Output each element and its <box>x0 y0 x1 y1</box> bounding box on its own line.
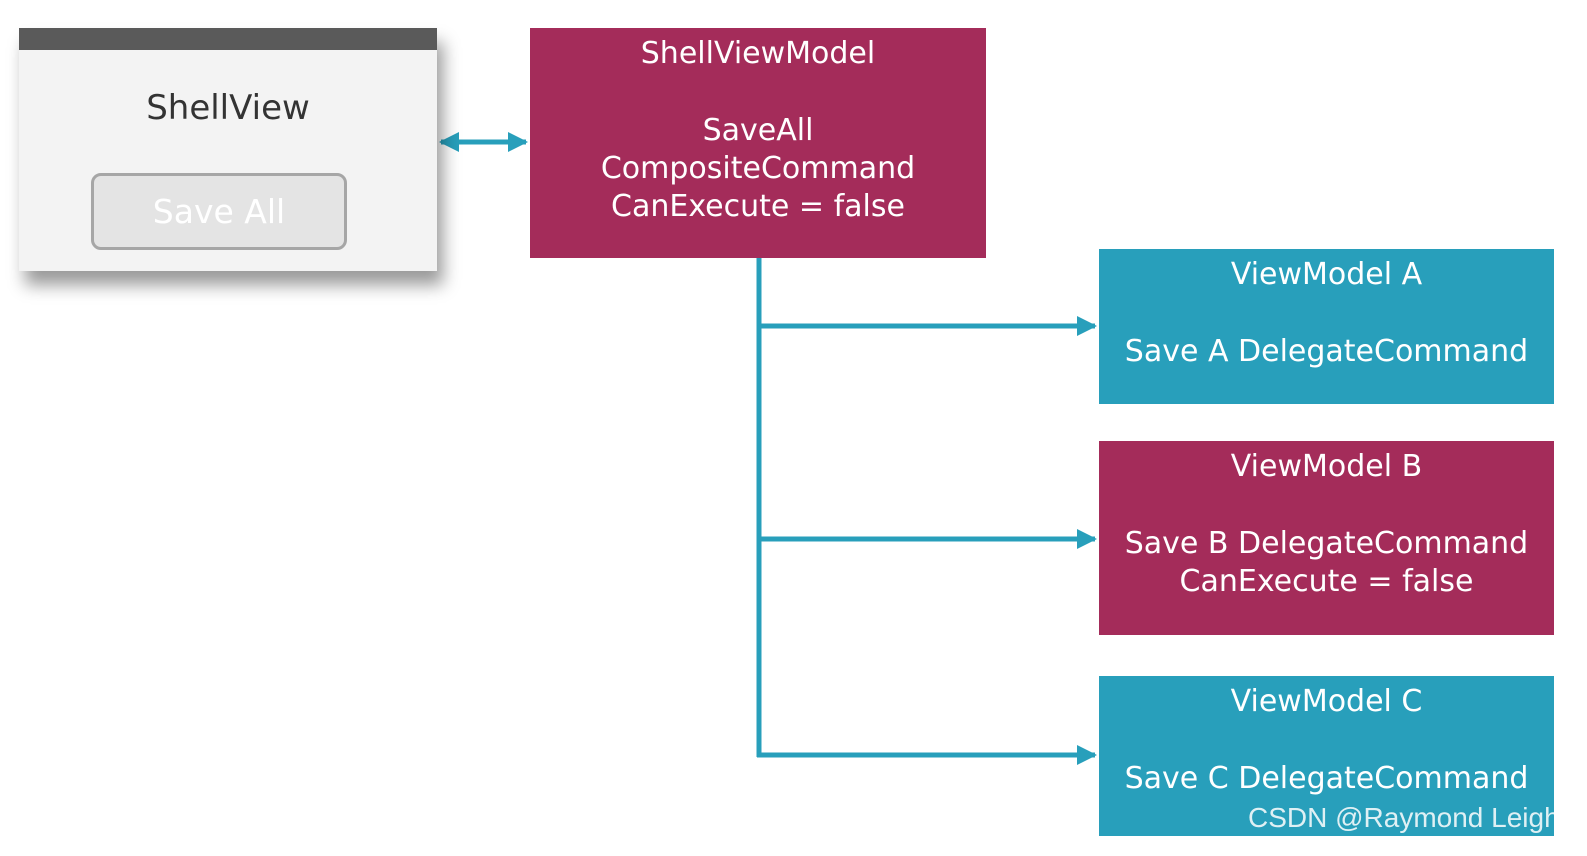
view-model-a-box: ViewModel A Save A DelegateCommand <box>1099 249 1554 404</box>
window-titlebar <box>19 28 437 50</box>
watermark: CSDN @Raymond Leigh <box>1248 802 1560 833</box>
view-model-c-box: ViewModel C Save C DelegateCommand <box>1099 676 1554 836</box>
shell-view-window: ShellView Save All <box>19 28 437 271</box>
shell-view-model-line: CompositeCommand <box>600 151 916 186</box>
view-model-c-line: Save C DelegateCommand <box>1124 761 1529 796</box>
shell-view-model-line: SaveAll <box>702 113 814 148</box>
view-model-c-title: ViewModel C <box>1230 684 1423 719</box>
view-model-a-title: ViewModel A <box>1230 257 1423 292</box>
view-model-b-title: ViewModel B <box>1230 449 1423 484</box>
view-model-b-line: CanExecute = false <box>1179 564 1474 599</box>
save-all-button[interactable]: Save All <box>91 173 347 250</box>
shell-view-model-line: CanExecute = false <box>611 189 905 224</box>
shell-view-model-box: ShellViewModel SaveAll CompositeCommand … <box>530 28 986 258</box>
view-model-b-line: Save B DelegateCommand <box>1124 526 1529 561</box>
shell-view-title: ShellView <box>146 88 310 128</box>
view-model-b-box: ViewModel B Save B DelegateCommand CanEx… <box>1099 441 1554 635</box>
shell-view-model-title: ShellViewModel <box>640 36 876 71</box>
view-model-a-line: Save A DelegateCommand <box>1124 334 1529 369</box>
